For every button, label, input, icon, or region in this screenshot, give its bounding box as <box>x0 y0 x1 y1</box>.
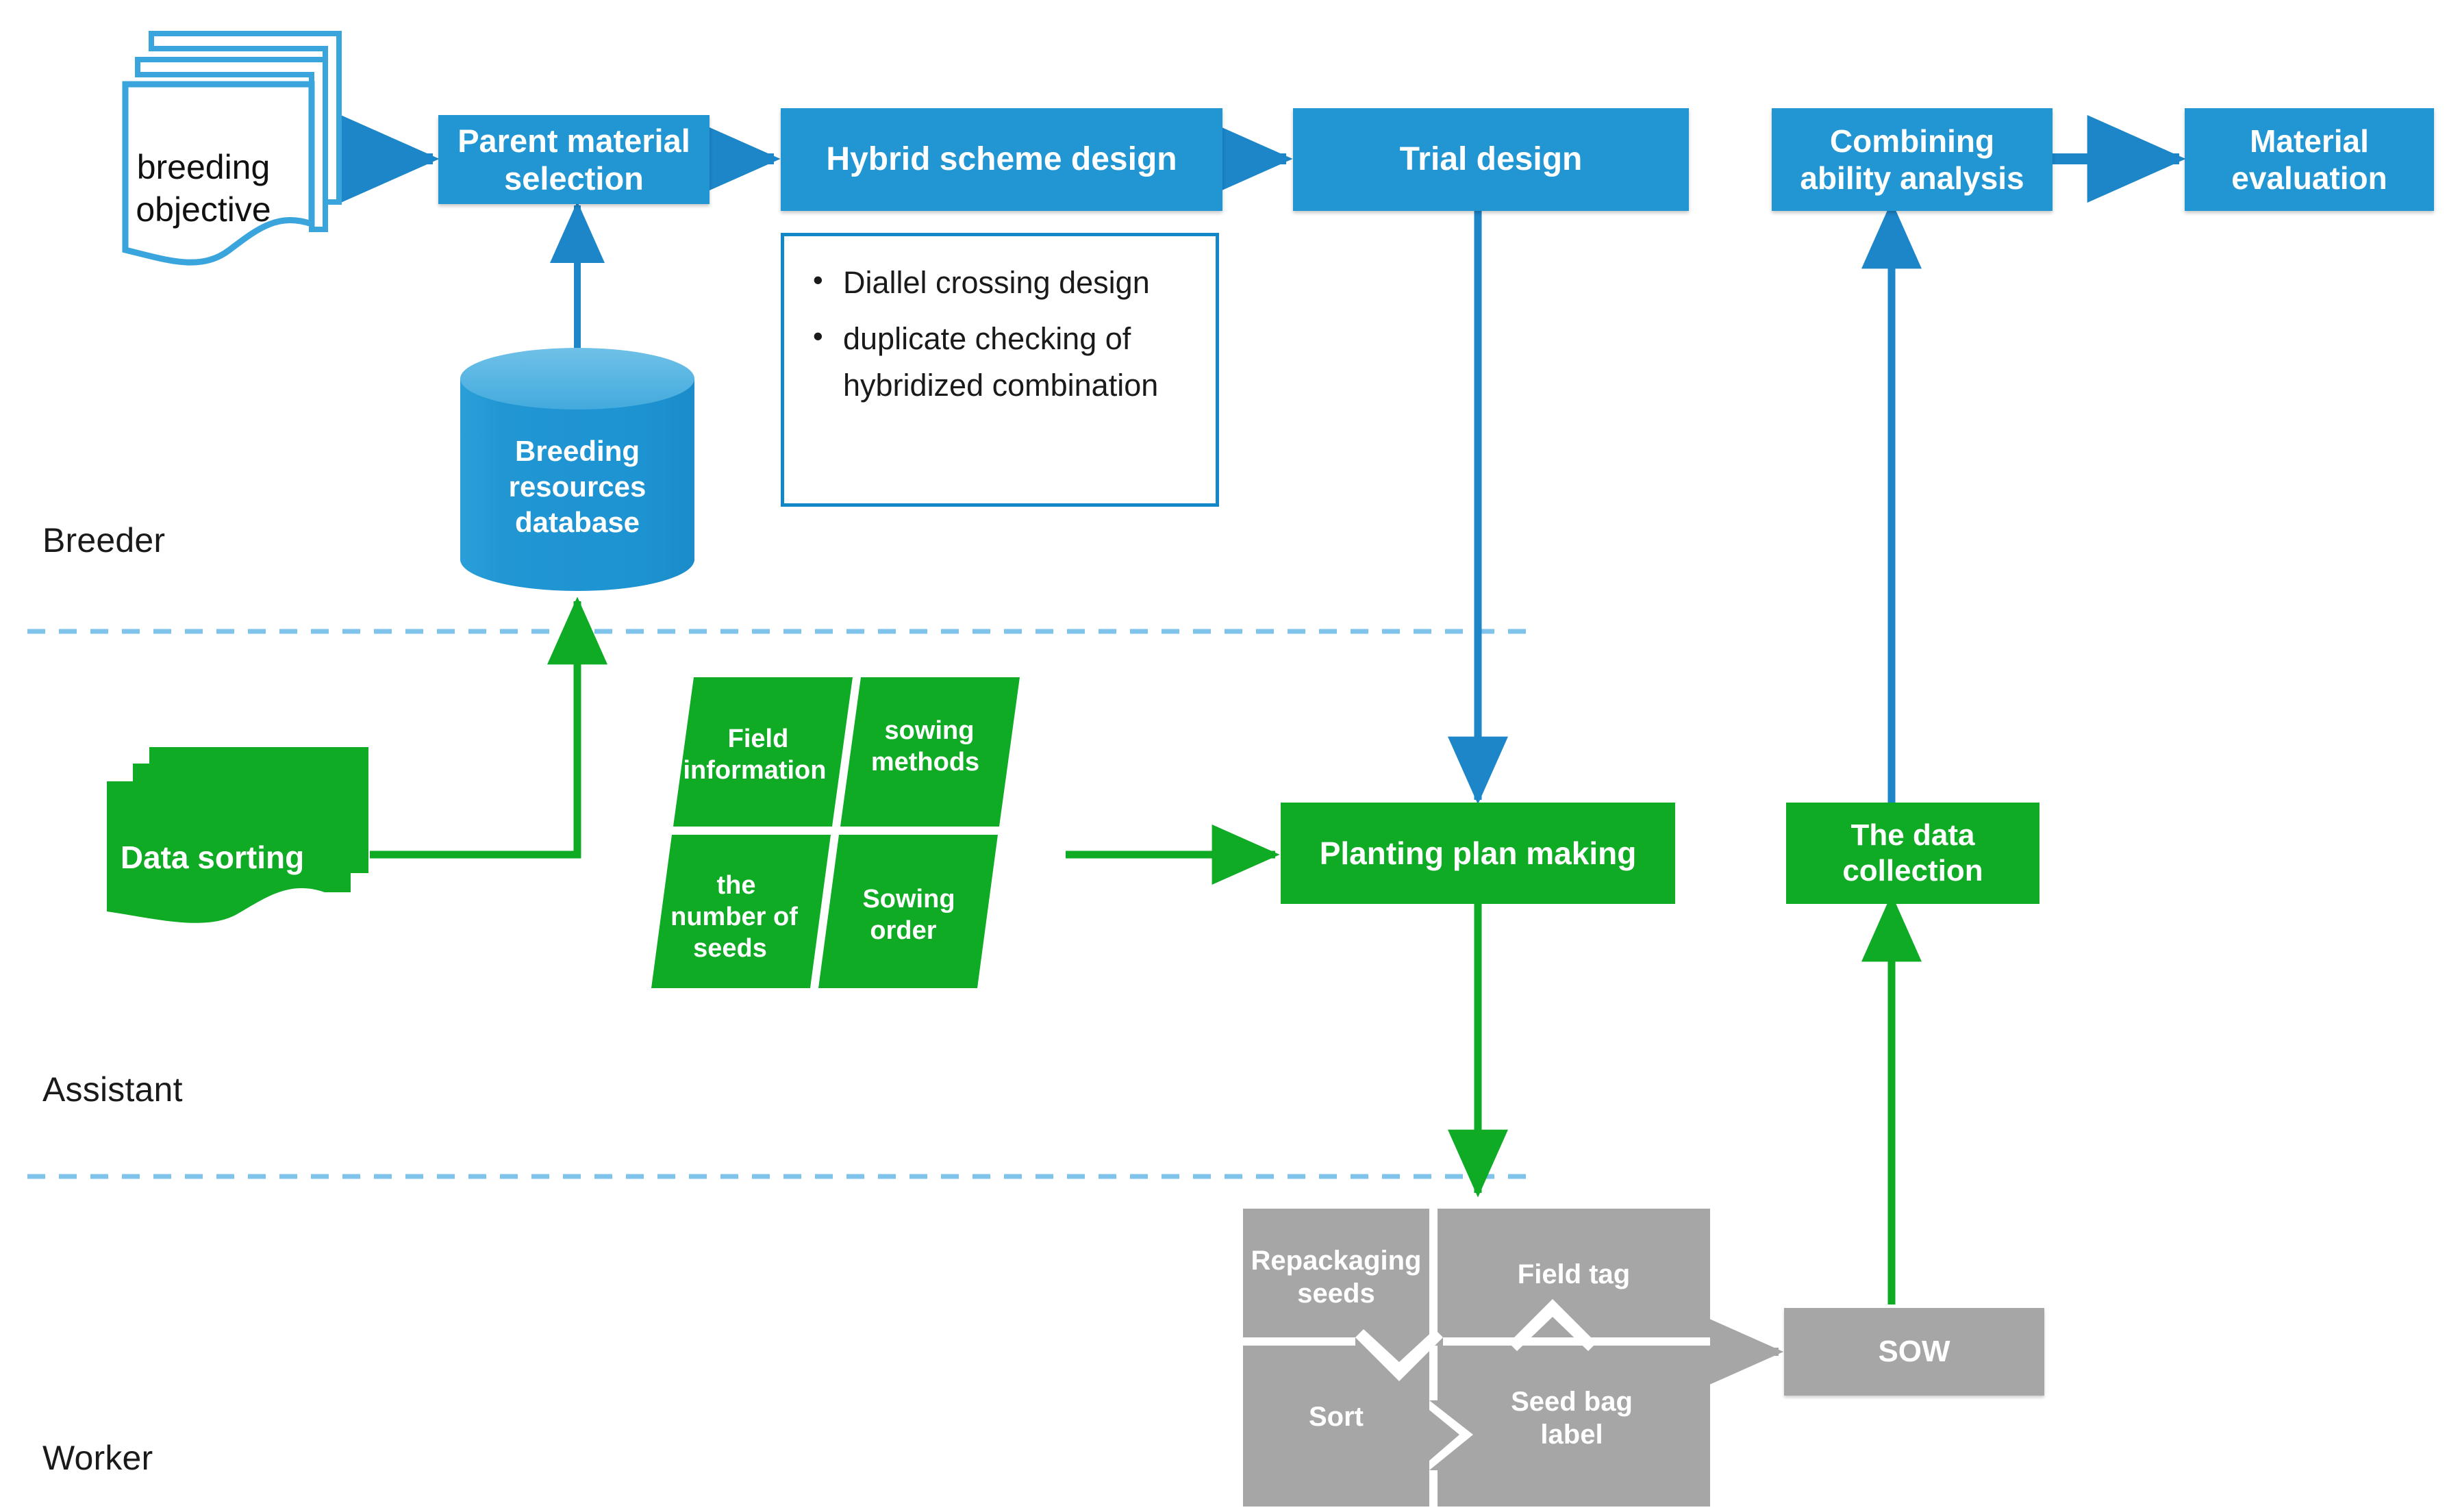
node-sow[interactable]: SOW <box>1784 1308 2044 1396</box>
quadrant-sowing-methods-shape <box>840 677 1020 827</box>
breeding-resources-database-line3: database <box>514 506 640 538</box>
worker-field-tag-label: Field tag <box>1517 1259 1631 1289</box>
lane-label-breeder: Breeder <box>42 521 166 559</box>
material-evaluation-line1: Material <box>2250 123 2369 159</box>
breeding-objective-label-line1: breeding <box>136 148 271 186</box>
quadrant-field-information-line2: information <box>683 756 827 785</box>
node-combining-ability-analysis[interactable]: Combining ability analysis <box>1772 108 2053 211</box>
planting-plan-making-label: Planting plan making <box>1319 835 1637 871</box>
node-parent-material-selection[interactable]: Parent material selection <box>438 115 710 204</box>
worker-sort-label: Sort <box>1309 1402 1364 1432</box>
quadrant-sowing-order-line2: order <box>870 916 937 945</box>
worker-repackaging-seeds-line2: seeds <box>1297 1278 1375 1309</box>
quadrant-sowing-order-shape <box>818 835 998 988</box>
lane-label-assistant: Assistant <box>42 1070 183 1109</box>
hybrid-scheme-note-2: duplicate checking of hybridized combina… <box>807 314 1188 408</box>
hybrid-scheme-note-1: Diallel crossing design <box>807 258 1188 306</box>
data-sorting-label: Data sorting <box>120 840 305 875</box>
parent-material-selection-line1: Parent material <box>457 122 690 159</box>
worker-process-block: Repackaging seeds Field tag Sort Seed ba… <box>1243 1209 1710 1507</box>
node-the-data-collection[interactable]: The data collection <box>1786 803 2039 904</box>
node-breeding-resources-database[interactable]: Breeding resources database <box>457 346 697 592</box>
hybrid-scheme-design-label: Hybrid scheme design <box>826 140 1177 177</box>
breeding-resources-database-line2: resources <box>508 470 647 503</box>
quadrant-number-of-seeds-shape <box>651 835 831 988</box>
quadrant-sowing-order-line1: Sowing <box>862 885 955 914</box>
combining-ability-analysis-line1: Combining <box>1829 123 1995 159</box>
node-data-sorting[interactable]: Data sorting <box>103 743 390 938</box>
worker-repackaging-seeds-line1: Repackaging <box>1251 1246 1422 1276</box>
breeding-resources-database-line1: Breeding <box>514 435 640 467</box>
planning-quadrants-group: Field information sowing methods the num… <box>633 675 1072 993</box>
hybrid-scheme-note-2-line1: duplicate checking of <box>843 321 1131 357</box>
node-trial-design[interactable]: Trial design <box>1293 108 1689 211</box>
the-data-collection-line2: collection <box>1842 854 1983 887</box>
sow-label: SOW <box>1878 1335 1950 1369</box>
quadrant-field-information-line1: Field <box>727 724 789 753</box>
combining-ability-analysis-line2: ability analysis <box>1800 160 2024 196</box>
node-hybrid-scheme-design[interactable]: Hybrid scheme design <box>781 108 1222 211</box>
breeding-objective-document[interactable]: breeding objective <box>120 24 353 281</box>
quadrant-sowing-methods-line1: sowing <box>884 716 975 745</box>
node-material-evaluation[interactable]: Material evaluation <box>2185 108 2434 211</box>
quadrant-number-of-seeds-line2: number of <box>670 903 798 931</box>
quadrant-sowing-methods-line2: methods <box>870 748 980 777</box>
quadrant-number-of-seeds-line1: the <box>716 871 756 900</box>
node-planting-plan-making[interactable]: Planting plan making <box>1281 803 1675 904</box>
arrow-datasorting-to-database <box>370 596 607 859</box>
hybrid-scheme-note-2-line2: hybridized combination <box>843 367 1159 403</box>
material-evaluation-line2: evaluation <box>2231 160 2387 196</box>
quadrant-field-information-shape <box>673 677 853 827</box>
the-data-collection-line1: The data <box>1850 818 1975 853</box>
parent-material-selection-line2: selection <box>504 160 644 197</box>
hybrid-scheme-notes-card: Diallel crossing design duplicate checki… <box>781 233 1219 507</box>
worker-seed-bag-label-line1: Seed bag <box>1511 1387 1633 1417</box>
breeding-objective-label-line2: objective <box>136 190 271 229</box>
lane-label-worker: Worker <box>42 1439 153 1477</box>
worker-seed-bag-label-line2: label <box>1540 1420 1603 1450</box>
trial-design-label: Trial design <box>1399 140 1583 177</box>
hybrid-scheme-notes-list: Diallel crossing design duplicate checki… <box>807 258 1188 408</box>
quadrant-number-of-seeds-line3: seeds <box>693 934 767 963</box>
